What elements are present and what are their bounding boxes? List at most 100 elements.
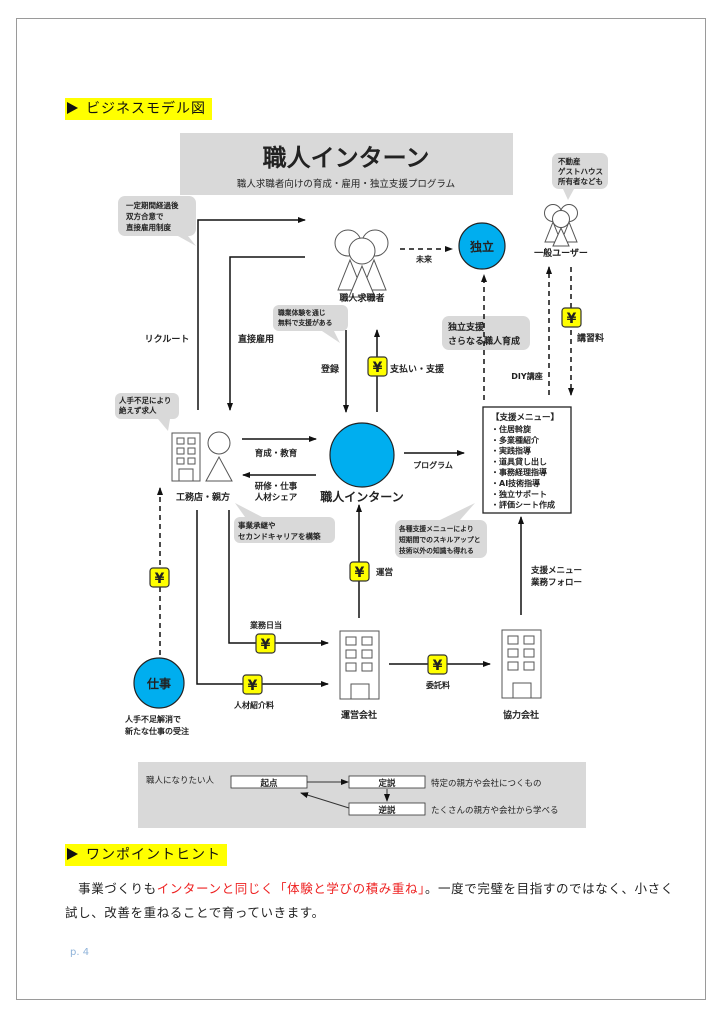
svg-text:セカンドキャリアを構築: セカンドキャリアを構築 <box>238 531 321 541</box>
support-menu-item: ・多業種紹介 <box>491 435 540 445</box>
svg-text:一定期間経過後: 一定期間経過後 <box>126 200 179 210</box>
work-caption-1: 人手不足解消で <box>125 714 181 724</box>
registration-label: 登録 <box>320 363 340 375</box>
support-follow-label-2: 業務フォロー <box>530 577 582 588</box>
page-number: p. 4 <box>70 947 90 958</box>
training-work-label-1: 研修・仕事 <box>255 481 298 492</box>
work-caption-2: 新たな仕事の受注 <box>125 726 189 736</box>
hint-paragraph: 事業づくりもインターンと同じく「体験と学びの積み重ね」。一度で完璧を目指すのでは… <box>65 877 675 925</box>
support-menu-box: 【支援メニュー】 ・住居斡旋・多業種紹介・実践指導・道具貸し出し・事務経理指導・… <box>482 406 572 514</box>
flow-start-label: 起点 <box>259 778 278 789</box>
flow-reverse-desc: たくさんの親方や会社から学べる <box>431 805 559 816</box>
hint-text-1: 事業づくりも <box>78 881 157 896</box>
yen-badge-work: ¥ <box>149 567 170 588</box>
svg-text:短期間でのスキルアップと: 短期間でのスキルアップと <box>399 535 481 544</box>
section-heading-label: ワンポイントヒント <box>86 847 221 863</box>
partner-company-building-icon <box>501 629 542 699</box>
support-menu-item: ・道具貸し出し <box>491 456 547 466</box>
contractor-label: 工務店・親方 <box>176 491 230 503</box>
yen-badge-operation: ¥ <box>349 561 370 582</box>
svg-text:双方合意で: 双方合意で <box>126 211 164 221</box>
banner-subtitle: 職人求職者向けの育成・雇用・独立支援プログラム <box>237 178 455 190</box>
svg-text:¥: ¥ <box>567 311 577 327</box>
consignment-fee-label: 委託料 <box>425 680 450 690</box>
svg-text:絶えず求人: 絶えず求人 <box>118 405 157 415</box>
section-heading-hint: ワンポイントヒント <box>65 844 227 866</box>
operating-company-building-icon <box>339 630 380 700</box>
svg-text:¥: ¥ <box>155 571 165 587</box>
callout-skill-up: 各種支援メニューにより 短期間でのスキルアップと 技術以外の知識も得れる <box>395 503 487 558</box>
general-users-label: 一般ユーザー <box>534 247 588 259</box>
independence-node <box>458 222 506 270</box>
banner-title: 職人インターン <box>263 144 430 172</box>
job-seekers-label: 職人求職者 <box>339 292 384 304</box>
career-path-flow-box: 職人になりたい人 起点 定説 特定の親方や会社につくもの 逆説 たくさんの親方や… <box>138 762 586 828</box>
support-menu-item: ・実践指導 <box>491 446 531 456</box>
program-label: プログラム <box>413 460 453 470</box>
operation-label: 運営 <box>376 567 393 578</box>
yen-badge-daily-allowance: ¥ <box>255 633 276 654</box>
flow-lead-label: 職人になりたい人 <box>146 776 215 786</box>
callout-free-support: 職業体験を通じ 無料で支援がある <box>273 305 348 343</box>
svg-text:職業体験を通じ: 職業体験を通じ <box>278 308 326 317</box>
callout-independence-support: 独立支援 さらなる職人育成 <box>442 316 530 350</box>
independence-label: 独立 <box>469 239 494 254</box>
svg-text:事業承継や: 事業承継や <box>238 520 276 530</box>
support-menu-item: ・住居斡旋 <box>491 424 532 434</box>
svg-text:技術以外の知識も得れる: 技術以外の知識も得れる <box>399 546 474 555</box>
callout-property-owners: 不動産 ゲストハウス 所有者なども <box>552 153 608 200</box>
intern-program-node <box>329 422 395 488</box>
flow-reverse-label: 逆説 <box>378 805 396 816</box>
contractor-person-icon <box>205 431 233 482</box>
recruit-arrow <box>197 217 306 410</box>
triangle-bullet-icon <box>67 102 78 114</box>
svg-text:¥: ¥ <box>433 658 443 674</box>
flow-orthodox-label: 定説 <box>377 778 396 789</box>
contractor-building-icon <box>171 432 201 482</box>
svg-text:所有者なども: 所有者なども <box>558 176 603 186</box>
callout-succession: 事業承継や セカンドキャリアを構築 <box>234 503 335 543</box>
svg-text:独立支援: 独立支援 <box>447 321 485 333</box>
hint-text-emphasis: インターンと同じく「体験と学びの積み重ね」 <box>156 881 425 896</box>
svg-text:¥: ¥ <box>373 360 383 376</box>
partner-company-label: 協力会社 <box>503 709 539 721</box>
direct-hire-arrow <box>227 256 305 411</box>
yen-badge-lecture-fee: ¥ <box>561 307 582 328</box>
svg-text:人手不足により: 人手不足により <box>119 395 171 405</box>
referral-fee-arrow <box>196 510 329 687</box>
svg-text:¥: ¥ <box>355 565 365 581</box>
support-menu-item: ・事務経理指導 <box>491 467 547 477</box>
direct-hire-label: 直接雇用 <box>238 333 274 345</box>
work-node <box>133 657 185 709</box>
referral-fee-label: 人材紹介料 <box>234 700 274 710</box>
support-menu-title: 【支援メニュー】 <box>491 412 559 423</box>
svg-text:ゲストハウス: ゲストハウス <box>558 166 603 176</box>
future-label: 未来 <box>415 254 433 264</box>
job-seekers-icon <box>334 229 389 298</box>
svg-text:無料で支援がある: 無料で支援がある <box>278 318 332 327</box>
recruit-label: リクルート <box>145 334 190 345</box>
svg-text:各種支援メニューにより: 各種支援メニューにより <box>398 524 474 533</box>
work-label: 仕事 <box>146 676 171 691</box>
daily-allowance-label: 業務日当 <box>249 620 282 630</box>
training-education-label: 育成・教育 <box>255 448 298 459</box>
hint-text-2: 。一度で完璧を目指すのではなく、小さく試し、改善を重ねることで育っていきます。 <box>65 881 674 920</box>
yen-badge-consignment-fee: ¥ <box>427 654 448 675</box>
training-work-label-2: 人材シェア <box>255 492 298 503</box>
svg-text:¥: ¥ <box>261 637 271 653</box>
general-users-icon <box>544 204 578 247</box>
page-frame <box>16 18 706 1000</box>
flow-orthodox-desc: 特定の親方や会社につくもの <box>431 778 542 789</box>
daily-allowance-arrow <box>228 510 329 646</box>
callout-labor-shortage: 人手不足により 絶えず求人 <box>115 393 179 431</box>
flow-orthodox-box <box>348 775 426 789</box>
diy-course-label: DIY講座 <box>511 371 542 381</box>
yen-badge-payment: ¥ <box>367 356 388 377</box>
section-heading-business-model: ビジネスモデル図 <box>65 98 212 120</box>
title-banner: 職人インターン 職人求職者向けの育成・雇用・独立支援プログラム <box>180 133 513 195</box>
operating-company-label: 運営会社 <box>341 709 377 721</box>
flow-reverse-box <box>348 802 426 816</box>
triangle-bullet-icon <box>67 848 78 860</box>
yen-badge-referral-fee: ¥ <box>242 674 263 695</box>
